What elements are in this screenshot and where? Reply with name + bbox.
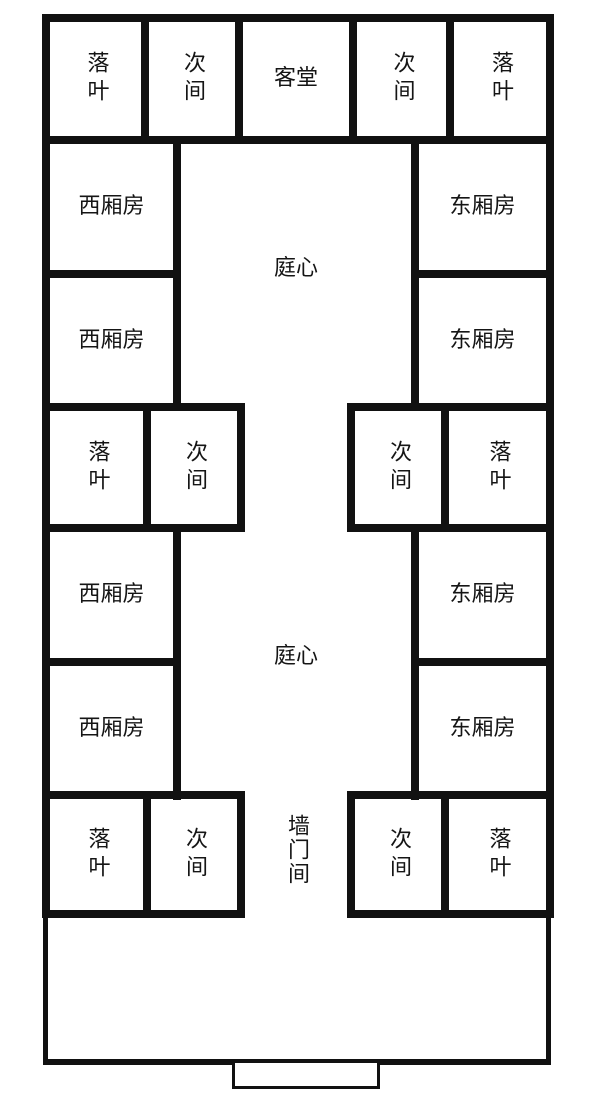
wall-mid-right-left xyxy=(347,403,355,532)
room-label: 次间 xyxy=(182,439,207,496)
wall-east-div-lower xyxy=(411,658,554,666)
courtyard-lower: 庭心 xyxy=(181,532,411,782)
wall-mid-left-div xyxy=(143,403,151,532)
room-bot-right-luoye: 落叶 xyxy=(449,799,546,910)
wall-top-div-3 xyxy=(349,14,357,144)
room-top-right-cijian: 次间 xyxy=(357,22,446,136)
wall-bot-right-bottom xyxy=(347,910,554,918)
room-east-wing-3: 东厢房 xyxy=(419,532,546,658)
room-label: 西厢房 xyxy=(78,715,145,741)
wall-bot-right-left xyxy=(347,791,355,918)
courtyard-upper: 庭心 xyxy=(181,144,411,394)
wall-top-row-bottom xyxy=(42,136,554,144)
room-west-wing-2: 西厢房 xyxy=(50,278,173,403)
room-bot-right-cijian: 次间 xyxy=(355,799,441,910)
room-bot-left-luoye: 落叶 xyxy=(50,799,143,910)
room-west-wing-4: 西厢房 xyxy=(50,666,173,791)
room-ketang: 客堂 xyxy=(243,22,349,136)
front-yard xyxy=(48,918,546,1059)
room-label: 次间 xyxy=(180,51,205,107)
room-label: 次间 xyxy=(386,439,411,496)
room-west-wing-3: 西厢房 xyxy=(50,532,173,658)
room-label: 西厢房 xyxy=(78,582,145,607)
room-top-right-luoye: 落叶 xyxy=(454,22,546,136)
room-label: 西厢房 xyxy=(78,194,145,219)
room-label: 西厢房 xyxy=(78,327,145,353)
room-east-wing-4: 东厢房 xyxy=(419,666,546,791)
outer-wall-left xyxy=(42,14,50,918)
room-label: 落叶 xyxy=(488,51,513,107)
wall-bot-right-top xyxy=(347,791,554,799)
room-label: 东厢房 xyxy=(449,582,516,607)
room-bot-left-cijian: 次间 xyxy=(151,799,237,910)
front-yard-wall-right xyxy=(546,912,551,1064)
wall-mid-right-top xyxy=(347,403,554,411)
room-east-wing-1: 东厢房 xyxy=(419,144,546,270)
wall-top-div-4 xyxy=(446,14,454,144)
room-east-wing-2: 东厢房 xyxy=(419,278,546,403)
gate-label: 墙门间 xyxy=(284,814,309,886)
room-label: 东厢房 xyxy=(449,327,516,353)
front-yard-wall-bottom xyxy=(43,1059,551,1065)
room-mid-left-luoye: 落叶 xyxy=(50,411,143,524)
wall-bot-right-div xyxy=(441,791,449,918)
room-label: 落叶 xyxy=(84,826,110,883)
room-top-left-cijian: 次间 xyxy=(149,22,235,136)
wall-bot-left-right xyxy=(237,791,245,918)
outer-wall-right xyxy=(546,14,554,918)
room-label: 次间 xyxy=(182,826,207,883)
room-top-left-luoye: 落叶 xyxy=(50,22,141,136)
wall-mid-right-div xyxy=(441,403,449,532)
room-label: 次间 xyxy=(389,51,415,107)
room-mid-left-cijian: 次间 xyxy=(151,411,237,524)
room-label: 落叶 xyxy=(84,439,110,496)
room-label: 落叶 xyxy=(83,51,109,107)
room-mid-right-cijian: 次间 xyxy=(355,411,441,524)
room-mid-right-luoye: 落叶 xyxy=(449,411,546,524)
room-west-wing-1: 西厢房 xyxy=(50,144,173,270)
wall-top-div-2 xyxy=(235,14,243,144)
wall-mid-left-right xyxy=(237,403,245,532)
room-label: 东厢房 xyxy=(449,715,516,741)
courtyard-label: 庭心 xyxy=(273,644,318,669)
front-yard-wall-left xyxy=(43,912,48,1064)
wall-mid-right-bottom xyxy=(347,524,554,532)
wall-west-div-lower xyxy=(42,658,181,666)
room-label: 落叶 xyxy=(485,826,511,883)
room-label: 次间 xyxy=(386,826,411,883)
gate-room: 墙门间 xyxy=(245,800,347,900)
room-label: 客堂 xyxy=(273,66,318,91)
wall-bot-left-div xyxy=(143,791,151,918)
wall-top-div-1 xyxy=(141,14,149,144)
wall-west-div-upper xyxy=(42,270,181,278)
courtyard-label: 庭心 xyxy=(273,256,318,281)
room-label: 落叶 xyxy=(485,439,511,496)
room-label: 东厢房 xyxy=(449,194,516,219)
wall-east-div-upper xyxy=(411,270,554,278)
outer-wall-top xyxy=(42,14,554,22)
entrance-step xyxy=(232,1063,380,1089)
